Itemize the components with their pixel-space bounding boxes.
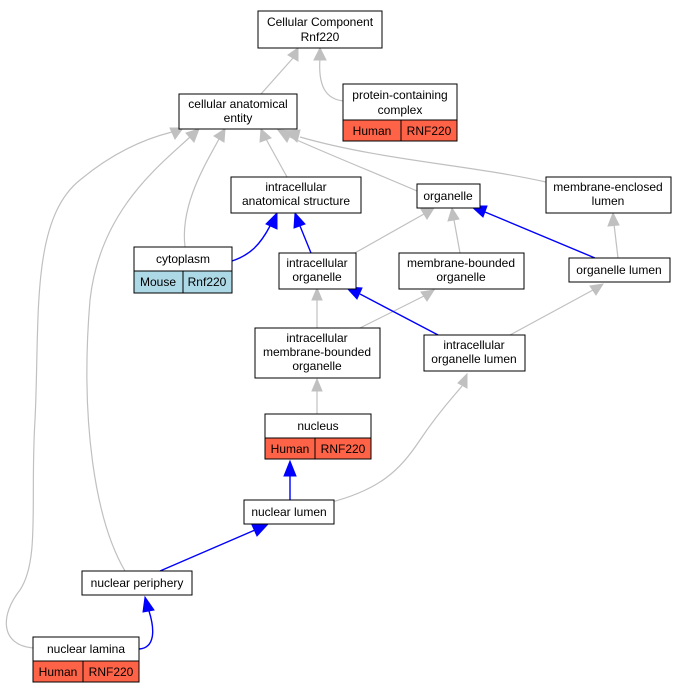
edge-ol-to-mel (613, 223, 619, 259)
annotation-species: Human (39, 665, 78, 679)
edge-np-to-nlu (159, 529, 256, 572)
node-label-line: Cellular Component (267, 15, 374, 29)
node-cellular-anatomical-entity[interactable]: cellular anatomical entity (178, 93, 298, 130)
node-membrane-enclosed-lumen[interactable]: membrane-enclosed lumen (545, 176, 672, 214)
annotation-gene-cell (82, 660, 140, 683)
edge-nl-to-cae (5, 131, 173, 649)
edge-mbo-to-org (453, 219, 461, 254)
node-label-line: nuclear lumen (251, 505, 326, 519)
arrow-ias-to-cae (259, 127, 272, 143)
node-intracellular-organelle[interactable]: intracellular organelle (278, 252, 357, 290)
node-nucleus[interactable]: nucleus Human RNF220 (264, 413, 372, 460)
arrow-nlu-to-nuc (283, 459, 297, 477)
node-label-line: nuclear lamina (47, 642, 125, 656)
edge-ias-to-cae (265, 138, 288, 178)
arrow-imbo-to-mbo (420, 289, 436, 302)
node-label-line: organelle (423, 189, 473, 203)
node-label-line: membrane-bounded (407, 256, 515, 270)
arrow-iol-to-ol (589, 283, 605, 296)
node-label-line: complex (378, 103, 423, 117)
arrow-cae-to-root (287, 47, 299, 62)
edge-iol-to-io (359, 293, 441, 337)
node-membrane-bounded-organelle[interactable]: membrane-bounded organelle (398, 252, 525, 290)
node-label-line: cellular anatomical (188, 97, 287, 111)
node-label-line: organelle lumen (431, 352, 516, 366)
arrow-nuc-to-imbo (311, 377, 323, 392)
node-label-line: protein-containing (352, 88, 447, 102)
node-label-line: organelle (292, 270, 342, 284)
node-label-line: anatomical structure (242, 194, 350, 208)
arrow-mbo-to-org (447, 206, 460, 222)
node-intracellular-organelle-lumen[interactable]: intracellular organelle lumen (423, 334, 526, 372)
edge-iol-to-ol (509, 289, 594, 336)
node-label-line: lumen (592, 194, 625, 208)
edge-cyto-to-ias (231, 225, 271, 262)
edges-blue (138, 205, 596, 650)
node-protein-containing-complex[interactable]: protein-containing complex Human RNF220 (342, 83, 458, 142)
node-nuclear-periphery[interactable]: nuclear periphery (81, 570, 193, 596)
annotation-gene-cell (182, 270, 233, 294)
arrow-np-to-cae (185, 128, 200, 143)
node-label-line: Rnf220 (301, 30, 340, 44)
node-label-line: membrane-enclosed (553, 180, 662, 194)
node-label-line: cytoplasm (156, 252, 210, 266)
edge-io-to-ias (299, 225, 312, 254)
arrow-imbo-to-io (311, 286, 323, 301)
node-label-line: organelle (292, 359, 342, 373)
arrow-pc-to-root (313, 46, 327, 61)
arrow-io-to-org (420, 207, 435, 220)
annotation-gene: RNF220 (89, 665, 134, 679)
node-label-line: organelle (436, 270, 486, 284)
node-label-line: intracellular (286, 256, 347, 270)
edges-grey (5, 46, 620, 649)
node-nuclear-lumen[interactable]: nuclear lumen (243, 499, 335, 525)
node-intracellular-membrane-bounded-organelle[interactable]: intracellular membrane-bounded organelle (254, 327, 381, 379)
edge-imbo-to-mbo (359, 295, 425, 329)
annotation-species: Human (271, 442, 310, 456)
arrow-nl-to-np (142, 595, 155, 613)
node-label-line: intracellular (265, 180, 326, 194)
node-intracellular-anatomical-structure[interactable]: intracellular anatomical structure (230, 176, 362, 214)
arrow-mel-to-cae (283, 129, 301, 143)
node-label-line: intracellular (286, 331, 347, 345)
edge-cae-to-root (260, 57, 294, 95)
node-label-line: intracellular (443, 338, 504, 352)
edge-nl-to-np (138, 610, 154, 650)
annotation-species: Human (353, 124, 392, 138)
node-label-line: organelle lumen (576, 263, 661, 277)
edge-mel-to-cae (299, 136, 547, 183)
node-organelle[interactable]: organelle (416, 183, 481, 209)
annotation-gene-cell (400, 119, 458, 142)
edge-io-to-org (352, 213, 425, 255)
node-cellular-component[interactable]: Cellular Component Rnf220 (257, 10, 383, 49)
edge-nlu-to-iol (327, 385, 463, 504)
node-label-line: nucleus (297, 419, 338, 433)
node-label-line: membrane-bounded (263, 345, 371, 359)
edge-np-to-cae (86, 136, 191, 572)
arrow-cyto-to-ias (265, 211, 278, 230)
edge-ol-to-org (484, 211, 596, 259)
annotation-gene: Rnf220 (188, 275, 227, 289)
arrow-nlu-to-iol (457, 372, 468, 389)
arrow-cyto-to-cae (213, 128, 226, 143)
node-cytoplasm[interactable]: cytoplasm Mouse Rnf220 (133, 246, 233, 294)
node-label-line: nuclear periphery (91, 576, 184, 590)
annotation-gene: RNF220 (321, 442, 366, 456)
node-organelle-lumen[interactable]: organelle lumen (568, 257, 671, 283)
arrow-io-to-ias (293, 211, 306, 229)
edge-org-to-cae (289, 136, 418, 192)
arrow-ol-to-mel (607, 211, 620, 227)
annotation-gene-cell (314, 437, 372, 460)
edge-cyto-to-cae (183, 138, 220, 248)
annotation-gene: RNF220 (407, 124, 452, 138)
node-nuclear-lamina[interactable]: nuclear lamina Human RNF220 (32, 636, 140, 683)
edge-pc-to-root (319, 57, 346, 102)
arrow-np-to-nlu (251, 523, 270, 537)
annotation-species: Mouse (140, 275, 176, 289)
arrow-nl-to-cae (169, 127, 184, 140)
node-label-line: entity (224, 111, 253, 125)
